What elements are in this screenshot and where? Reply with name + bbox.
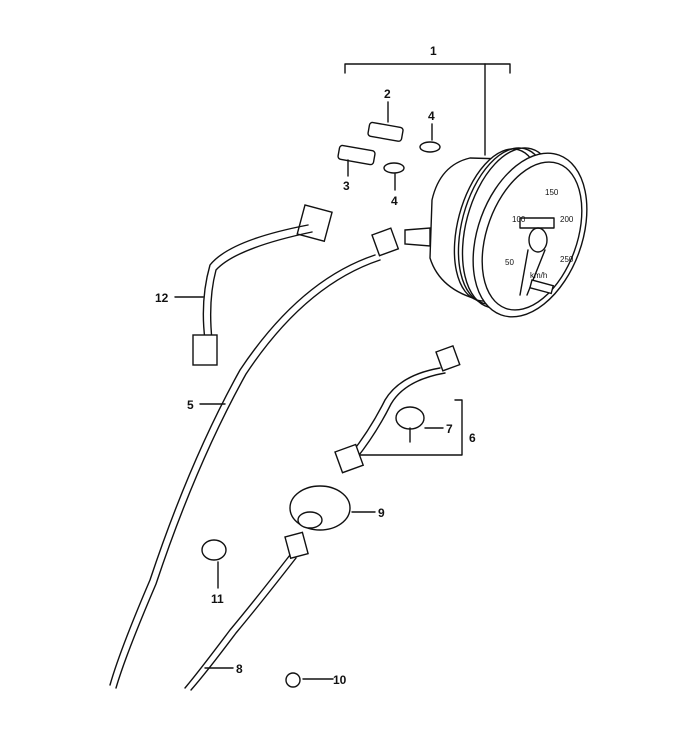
callout-8: 8	[236, 662, 243, 676]
callout-10: 10	[333, 673, 347, 687]
dial-mark-250: 250	[560, 255, 574, 264]
dial-mark-50: 50	[505, 258, 514, 267]
clip-10	[285, 672, 301, 688]
callout-6: 6	[469, 431, 476, 445]
dial-mark-150: 150	[545, 188, 559, 197]
grommet-11	[201, 539, 227, 561]
leader-lines	[174, 101, 444, 680]
callout-12: 12	[155, 291, 169, 305]
callout-1-bracket	[344, 63, 511, 156]
dial-mark-100: 100	[512, 215, 526, 224]
cable-adapter-set	[334, 344, 463, 474]
callout-11: 11	[211, 592, 224, 606]
callout-7: 7	[446, 422, 453, 436]
gearbox-drive	[289, 485, 351, 531]
dial-mark-200: 200	[560, 215, 574, 224]
callout-3: 3	[343, 179, 350, 193]
bulb-sockets	[337, 121, 441, 174]
callout-9: 9	[378, 506, 385, 520]
callout-4a: 4	[428, 109, 435, 123]
dial-unit: km/h	[530, 271, 547, 280]
callout-1: 1	[430, 44, 437, 58]
speedometer-cable	[109, 227, 400, 689]
callout-5: 5	[187, 398, 194, 412]
wiring-harness	[192, 204, 333, 366]
callout-2: 2	[384, 87, 391, 101]
speedometer: 50 100 150 200 250 km/h	[404, 147, 588, 318]
drive-cable	[184, 531, 309, 691]
callout-4b: 4	[391, 194, 398, 208]
